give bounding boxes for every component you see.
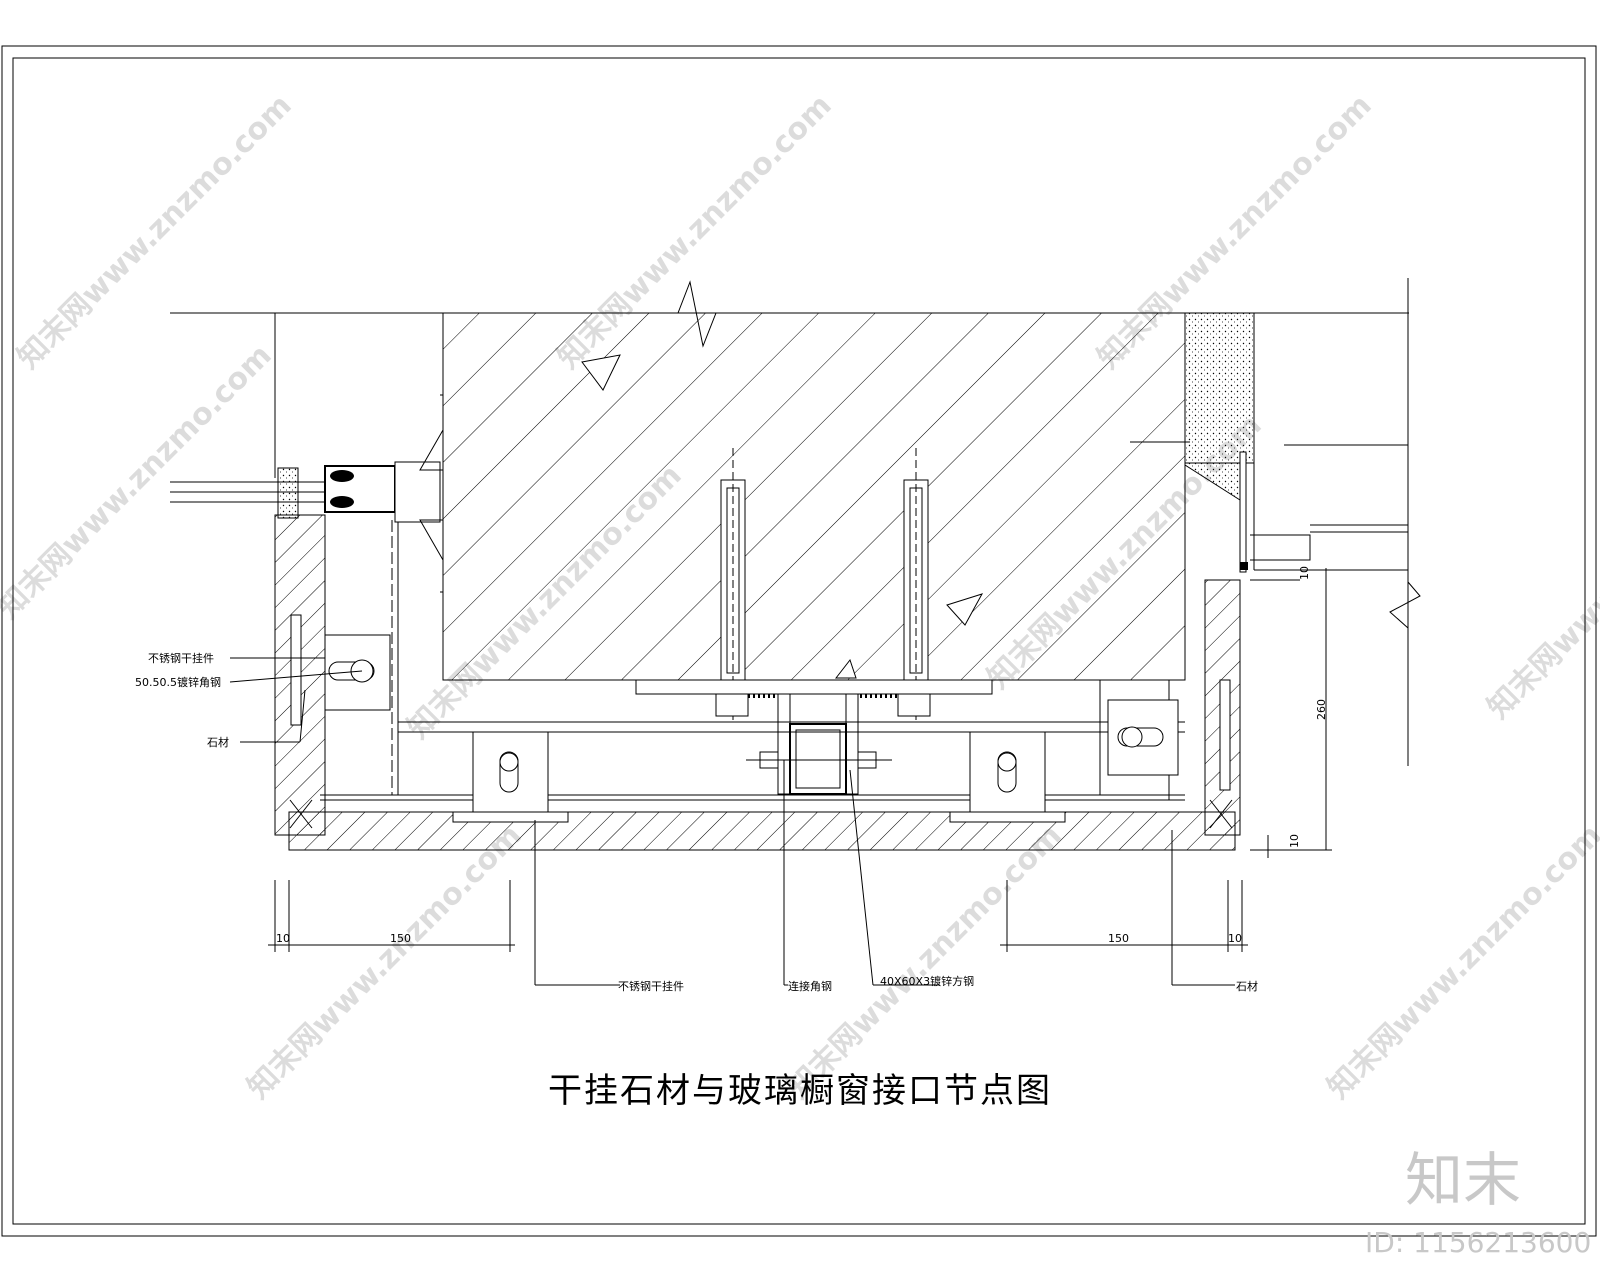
insulation-layer [1184,312,1255,464]
inner-border [12,57,1586,1225]
leader-lines [229,657,1235,986]
nut-right [897,693,931,717]
left-side-bracket [290,614,391,726]
watermark-text: 知末网www.znzmo.com [11,88,299,376]
label-left-angle: 50.50.5镀锌角钢 [135,675,221,689]
watermark-id: ID: 1156213600 [1365,1226,1591,1259]
corner-mark-left [289,799,313,829]
dim-bottom-10: 10 [1288,834,1301,848]
dim-left-150: 150 [390,932,411,945]
watermark-logo: 知末 [1405,1146,1521,1214]
concrete-beam [442,312,1186,681]
dim-right-150: 150 [1108,932,1129,945]
right-window-detail [1130,441,1408,573]
label-bottom-tube: 40X60X3镀锌方钢 [880,974,974,988]
dimension-lines [268,568,1332,952]
square-steel-tube-inner [795,729,841,789]
drawing-title: 干挂石材与玻璃橱窗接口节点图 [548,1071,1052,1111]
embedded-plate [635,679,993,695]
watermark-text: 知末网www.znzmo.com [241,818,529,1106]
label-bottom-stone: 石材 [1236,979,1258,993]
watermark-text: 知末网www.znzmo.com [1481,438,1600,726]
dim-top-10: 10 [1298,566,1311,580]
right-side-bracket [1107,679,1231,791]
watermark-text: 知末网www.znzmo.com [1321,818,1600,1106]
concrete-symbol [581,354,621,391]
label-left-clip: 不锈钢干挂件 [148,651,214,665]
bottom-stone-panel [288,811,1236,851]
outer-border [1,45,1597,1237]
right-break-symbol [1389,581,1421,629]
label-left-stone: 石材 [207,735,229,749]
dim-left-10: 10 [276,932,290,945]
anchor-bolt-left [720,448,746,720]
bottom-left-bracket [452,731,569,823]
label-bottom-angle: 连接角钢 [788,980,832,993]
corner-mark-right [1209,799,1233,829]
dim-right-10: 10 [1228,932,1242,945]
label-bottom-clip: 不锈钢干挂件 [618,979,684,993]
connecting-angle-right [845,693,859,795]
concrete-symbol [834,658,857,679]
concrete-symbol [946,593,984,626]
nut-left [715,693,749,717]
watermark-text: 知末网www.znzmo.com [781,818,1069,1106]
anchor-bolt-right [903,448,929,720]
dim-height-260: 260 [1315,699,1328,720]
glass-window-frame [170,394,444,593]
bottom-right-bracket [949,731,1066,823]
